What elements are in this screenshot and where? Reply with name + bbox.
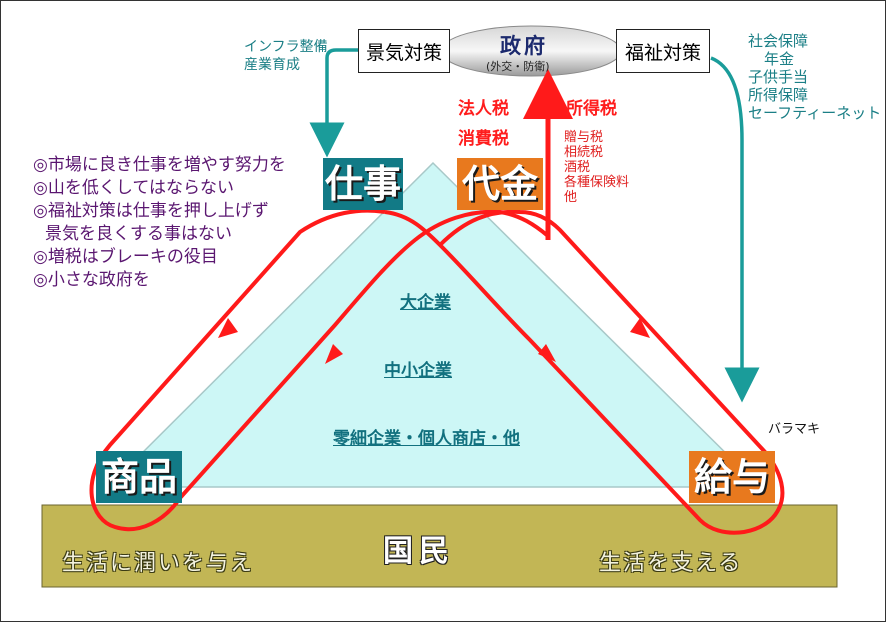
flow-loop-right [384, 209, 785, 535]
note-line-social-security: 社会保障 [748, 32, 809, 50]
note-line-child-allowance: 子供手当 [748, 68, 809, 86]
people-label: 国民 [383, 534, 455, 569]
welfare-policy-note: 社会保障 年金 子供手当 所得保障 セーフティーネット [748, 32, 881, 122]
note-line-industry: 産業育成 [244, 57, 300, 73]
principle-4: ◎増税はブレーキの役目 [33, 247, 218, 267]
flow-arrowhead-3 [630, 318, 650, 338]
business-pyramid [106, 161, 762, 488]
principle-2: ◎山を低くしてはならない [33, 178, 234, 198]
tier-sme: 中小企業 [384, 361, 452, 381]
principle-1: ◎市場に良き仕事を増やす努力を [33, 155, 286, 175]
flow-arrowhead-2 [325, 344, 343, 364]
node-salary: 給与 [689, 451, 775, 503]
tax-gift: 贈与税 [564, 130, 604, 145]
flow-arrowhead-4 [538, 344, 556, 362]
note-line-infra: インフラ整備 [244, 39, 328, 55]
government-title: 政府 [500, 34, 548, 58]
other-taxes-list: 贈与税 相続税 酒税 各種保険料 他 [564, 130, 629, 205]
tier-micro-business: 零細企業・個人商店・他 [333, 429, 520, 449]
tax-corporate: 法人税 [458, 99, 509, 119]
note-line-safety-net: セーフティーネット [748, 104, 882, 122]
principle-3-cont: 景気を良くする事はない [45, 224, 232, 244]
tax-income: 所得税 [566, 99, 617, 119]
note-line-income-support: 所得保障 [748, 86, 809, 104]
economic-policy-box: 景気対策 [358, 29, 450, 73]
flow-arrowhead-1 [218, 318, 238, 338]
principle-3: ◎福祉対策は仕事を押し上げず [33, 201, 269, 221]
tax-consumption: 消費税 [458, 129, 509, 149]
support-life-text: 生活を支える [599, 551, 743, 576]
principle-5: ◎小さな政府を [33, 270, 150, 290]
note-line-pension: 年金 [764, 50, 795, 68]
welfare-policy-box: 福祉対策 [616, 29, 710, 73]
node-work: 仕事 [323, 158, 403, 210]
people-base [41, 504, 838, 588]
handout-label: バラマキ [768, 422, 821, 437]
tax-insurance: 各種保険料 [564, 175, 630, 190]
enrich-life-text: 生活に潤いを与え [62, 551, 255, 576]
left-policy-arrow [309, 48, 358, 158]
tier-large-enterprise: 大企業 [400, 293, 451, 313]
principles-list: ◎市場に良き仕事を増やす努力を ◎山を低くしてはならない ◎福祉対策は仕事を押し… [33, 154, 286, 292]
right-policy-arrow [710, 56, 760, 403]
tax-liquor: 酒税 [564, 160, 591, 175]
node-goods: 商品 [96, 451, 182, 503]
economic-policy-note: インフラ整備 産業育成 [244, 38, 328, 74]
tax-inheritance: 相続税 [564, 145, 604, 160]
node-payment: 代金 [457, 158, 543, 210]
government-subtitle: (外交・防衛) [486, 60, 550, 73]
tax-other: 他 [564, 190, 578, 205]
